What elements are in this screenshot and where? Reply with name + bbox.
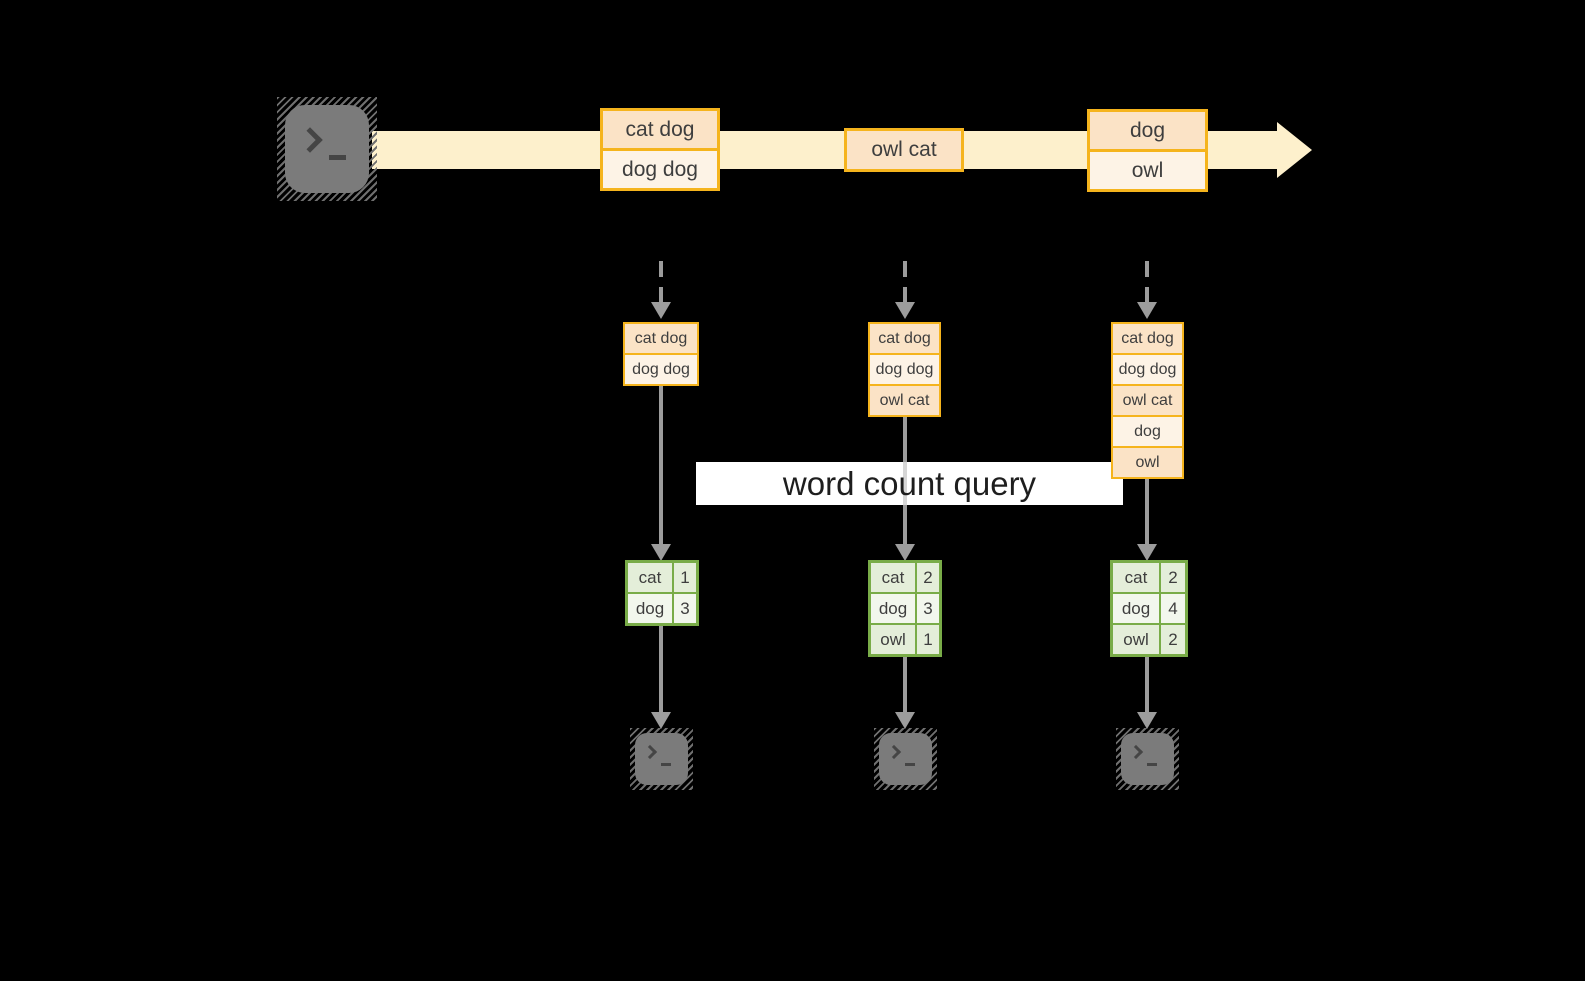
prompt-underscore-icon [905, 763, 915, 766]
dashed-arrow [659, 261, 663, 302]
event-record: cat dog [603, 111, 717, 148]
count-table: cat 2 dog 3 owl 1 [868, 560, 942, 657]
down-arrow [1145, 657, 1149, 712]
count-table: cat 1 dog 3 [625, 560, 699, 626]
down-arrow [903, 657, 907, 712]
terminal-icon [277, 97, 377, 201]
buffer-stack: cat dog dog dog owl cat [868, 322, 941, 417]
buffer-record: cat dog [1113, 324, 1182, 353]
buffer-stack: cat dog dog dog [623, 322, 699, 386]
word-cell: cat [628, 563, 672, 592]
buffer-record: dog dog [870, 355, 939, 384]
terminal-body [635, 733, 688, 785]
terminal-icon [874, 728, 937, 790]
buffer-record: dog dog [1113, 355, 1182, 384]
down-arrowhead-icon [895, 712, 915, 729]
buffer-record: cat dog [870, 324, 939, 353]
word-cell: dog [1113, 594, 1159, 623]
count-cell: 1 [674, 563, 696, 592]
prompt-chevron-icon [1128, 744, 1144, 760]
stream-arrowhead-icon [1277, 122, 1312, 178]
count-cell: 1 [917, 625, 939, 654]
word-cell: cat [1113, 563, 1159, 592]
word-cell: dog [871, 594, 915, 623]
query-banner-label: word count query [782, 464, 1037, 502]
down-arrowhead-icon [1137, 712, 1157, 729]
count-cell: 3 [674, 594, 696, 623]
down-arrowhead-icon [651, 712, 671, 729]
query-banner: word count query [696, 462, 1123, 505]
word-cell: dog [628, 594, 672, 623]
count-cell: 4 [1161, 594, 1185, 623]
buffer-stack: cat dog dog dog owl cat dog owl [1111, 322, 1184, 479]
prompt-underscore-icon [329, 155, 346, 160]
down-arrow [1145, 479, 1149, 544]
word-cell: owl [1113, 625, 1159, 654]
event-record: dog [1090, 112, 1205, 149]
event-record: owl [1090, 152, 1205, 189]
terminal-body [285, 105, 369, 193]
down-arrowhead-icon [651, 544, 671, 561]
prompt-chevron-icon [642, 744, 658, 760]
event-record: owl cat [847, 131, 961, 169]
count-cell: 2 [917, 563, 939, 592]
buffer-record: owl cat [1113, 386, 1182, 415]
down-arrowhead-icon [1137, 544, 1157, 561]
count-cell: 2 [1161, 625, 1185, 654]
prompt-underscore-icon [661, 763, 671, 766]
word-cell: owl [871, 625, 915, 654]
buffer-record: cat dog [625, 324, 697, 353]
buffer-record: dog dog [625, 355, 697, 384]
down-arrow [659, 386, 663, 544]
dashed-arrowhead-icon [651, 302, 671, 319]
stream-event-box: dog owl [1087, 109, 1208, 192]
count-cell: 3 [917, 594, 939, 623]
down-arrowhead-icon [895, 544, 915, 561]
dashed-arrow [903, 261, 907, 302]
prompt-chevron-icon [886, 744, 902, 760]
dashed-arrow [1145, 261, 1149, 302]
count-cell: 2 [1161, 563, 1185, 592]
word-cell: cat [871, 563, 915, 592]
event-record: dog dog [603, 151, 717, 188]
stream-event-box: cat dog dog dog [600, 108, 720, 191]
count-table: cat 2 dog 4 owl 2 [1110, 560, 1188, 657]
terminal-icon [1116, 728, 1179, 790]
prompt-underscore-icon [1147, 763, 1157, 766]
buffer-record: dog [1113, 417, 1182, 446]
buffer-record: owl cat [870, 386, 939, 415]
terminal-icon [630, 728, 693, 790]
buffer-record: owl [1113, 448, 1182, 477]
dashed-arrowhead-icon [1137, 302, 1157, 319]
stream-event-box: owl cat [844, 128, 964, 172]
down-arrow [659, 626, 663, 712]
arrow-through-banner [903, 462, 907, 505]
terminal-body [879, 733, 932, 785]
terminal-body [1121, 733, 1174, 785]
prompt-chevron-icon [297, 127, 323, 153]
dashed-arrowhead-icon [895, 302, 915, 319]
